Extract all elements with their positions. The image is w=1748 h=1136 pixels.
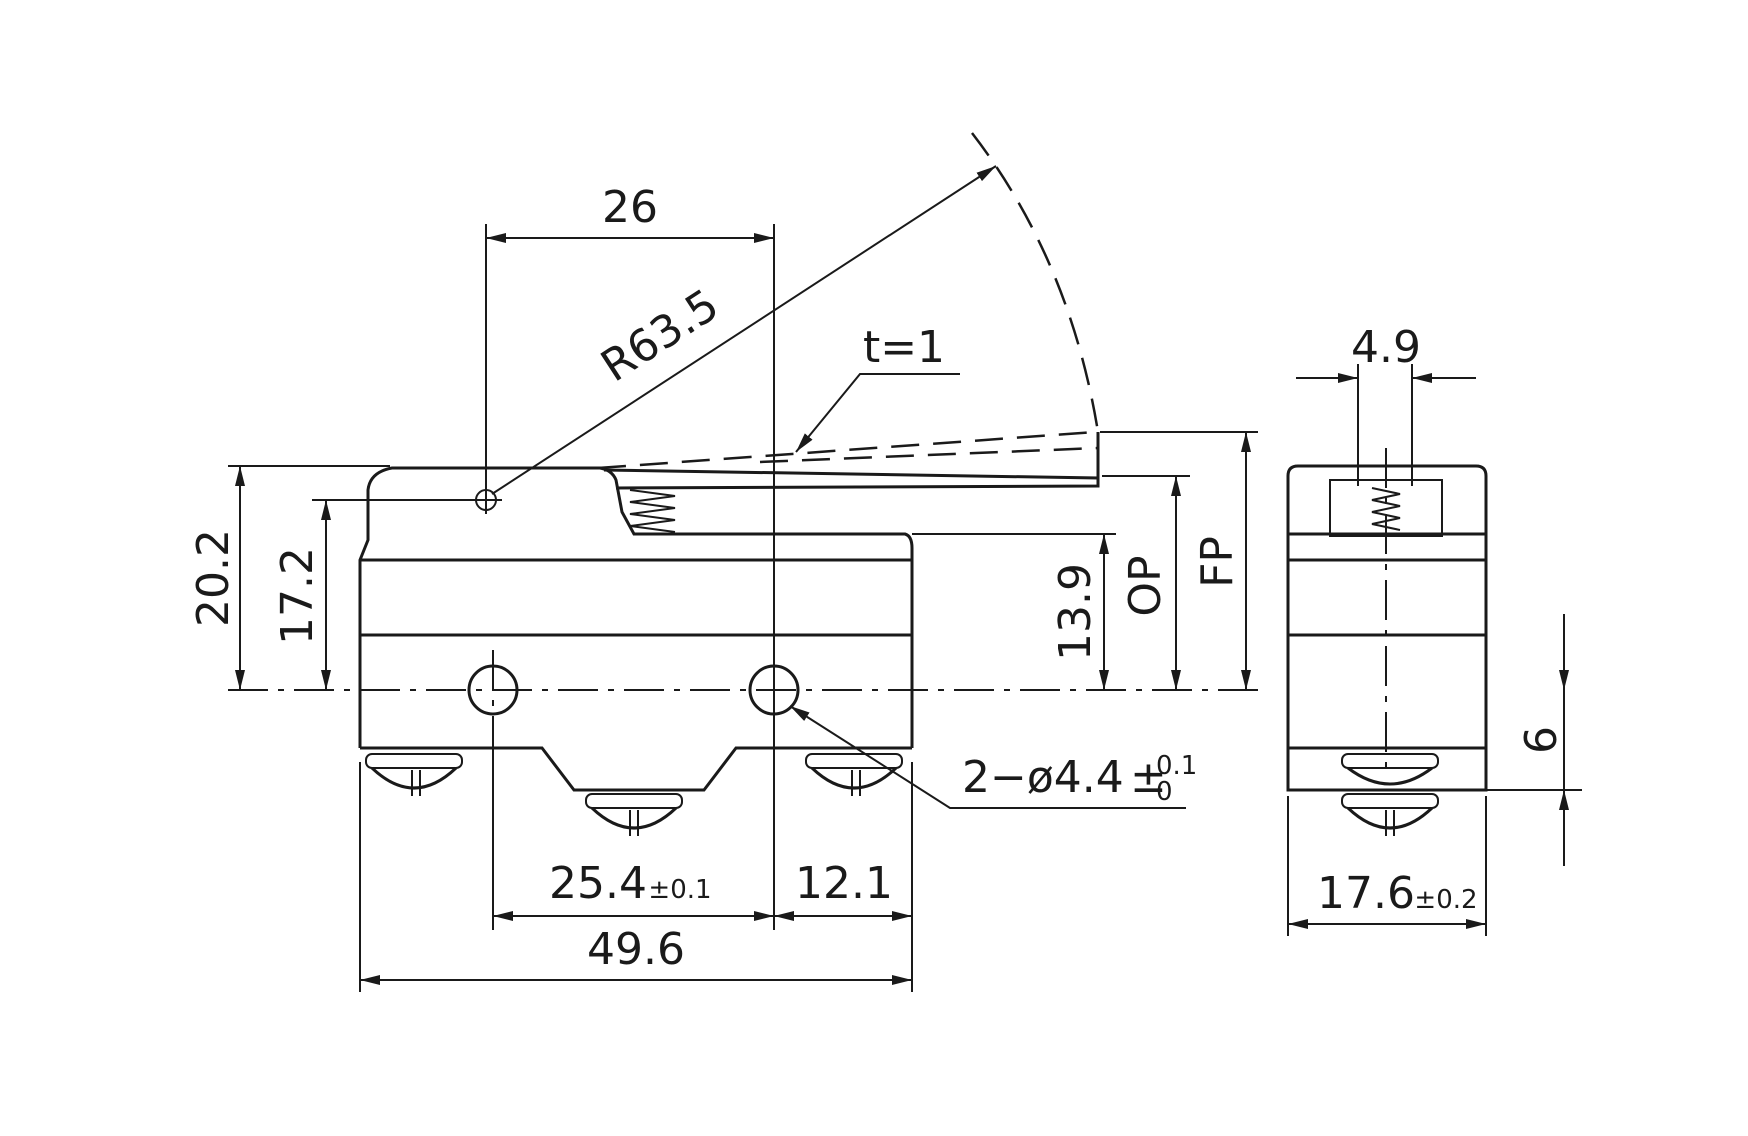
label-hole-tol-lower: 0 [1156, 777, 1173, 807]
side-view: 4.9 9 17.6 ±0.2 [1286, 322, 1582, 936]
dim-label-12-1: 12.1 [795, 858, 893, 909]
label-hole-tol-upper: 0.1 [1156, 751, 1197, 781]
lever-free-position-2 [759, 446, 1099, 464]
label-hole-tol-sign: ± [1130, 752, 1167, 803]
dim-label-r63-5: R63.5 [592, 279, 728, 392]
body-bottom [360, 746, 912, 792]
dim-label-25-4-tol: ±0.1 [648, 875, 711, 905]
terminal-screw-right [805, 753, 903, 796]
dim-label-17-6: 17.6 [1317, 868, 1415, 919]
dim-label-4-9: 4.9 [1351, 322, 1421, 373]
side-spring [1371, 487, 1401, 531]
dim-label-25-4: 25.4 [549, 858, 647, 909]
dim-label-9: 9 [1513, 726, 1564, 754]
dim-label-26: 26 [602, 182, 658, 233]
label-t1: t=1 [863, 322, 945, 373]
dim-label-17-6-tol: ±0.2 [1414, 885, 1477, 915]
dim-label-17-2: 17.2 [272, 547, 323, 645]
dim-label-13-9: 13.9 [1050, 563, 1101, 661]
dim-line-r63-5 [491, 165, 997, 495]
dim-label-op: OP [1120, 555, 1171, 616]
lever-plate [603, 468, 1100, 490]
lever-spring [629, 489, 676, 533]
dim-label-fp: FP [1192, 536, 1243, 588]
label-hole-spec: 2−ø4.4 [962, 752, 1124, 803]
side-terminal-screw-bottom [1341, 793, 1439, 836]
terminal-screw-left [365, 753, 463, 796]
terminal-screw-center [585, 793, 683, 836]
dim-label-49-6: 49.6 [587, 924, 685, 975]
leader-t1 [795, 373, 960, 453]
dim-label-20-2: 20.2 [188, 529, 239, 627]
front-view: 26 R63.5 t=1 20.2 17.2 13.9 OP FP 2−ø4.4… [188, 132, 1262, 992]
lever-swing-arc [971, 132, 1100, 433]
switch-body [358, 466, 914, 748]
leader-hole [789, 705, 1186, 809]
side-terminal-screw-top [1341, 753, 1439, 786]
